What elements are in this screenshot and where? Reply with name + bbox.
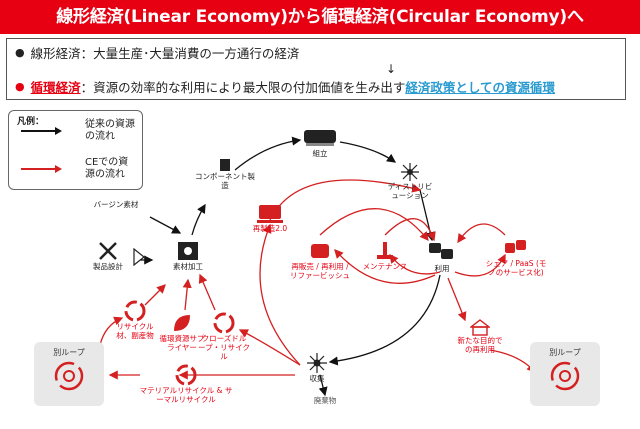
- arrow-recycled-to-processing: [144, 284, 166, 306]
- node-maintenance: メンテナンス: [362, 240, 408, 271]
- recycle-icon: [124, 300, 146, 322]
- arrow-usage-to-collection: [328, 274, 441, 366]
- node-component: コンポーネント製造: [195, 158, 255, 190]
- node-virgin-material: バージン素材: [93, 200, 139, 209]
- arrow-processing-to-component: [191, 203, 206, 236]
- node-material-processing: 素材加工: [168, 238, 208, 271]
- arrow-virgin-to-processing: [149, 216, 182, 234]
- arrow-collection-to-closed-loop: [238, 329, 301, 366]
- tools-icon: [99, 242, 117, 260]
- loop-box-left: 別ループ: [34, 342, 104, 406]
- factory-icon: [220, 159, 230, 171]
- arrow-usage-to-resale: [334, 249, 436, 284]
- definition-linear: ● 線形経済 ：大量生産･大量消費の一方通行の経済: [15, 43, 617, 61]
- collection-hub-icon: [307, 353, 327, 373]
- node-new-purpose: 新たな目的での再利用: [455, 318, 505, 354]
- play-arrow-icon: [133, 247, 145, 267]
- share-cars-icon: [505, 240, 526, 253]
- circular-gears-icon: [550, 361, 580, 391]
- node-share: シェア / PaaS (モノのサービス化): [482, 237, 550, 277]
- legend-label: 従来の資源の流れ: [85, 119, 135, 142]
- node-waste: 廃棄物: [313, 396, 337, 405]
- cars-icon: [429, 243, 453, 259]
- network-icon: [401, 163, 419, 181]
- node-distribution: ディストリビューション: [385, 162, 435, 200]
- node-product-design: 製品設計: [88, 240, 128, 271]
- node-circular-supplier: 循環資源サプライヤー: [158, 312, 206, 352]
- node-remanufacturing: 再製造2.0: [250, 202, 290, 233]
- engine-icon: [257, 205, 283, 223]
- arrow-share-to-usage: [457, 223, 506, 244]
- arrow-usage-to-new-purpose: [447, 277, 467, 322]
- arrow-usage-to-share: [454, 253, 506, 277]
- node-material-recycle: マテリアルリサイクル & サーマルリサイクル: [138, 364, 234, 404]
- loop-box-right: 別ループ: [530, 342, 600, 406]
- definition-circular: ● 循環経済 ：資源の効率的な利用により最大限の付加価値を生み出す 経済政策とし…: [15, 77, 617, 95]
- flow-arrows: [99, 136, 536, 397]
- legend-label: CEでの資源の流れ: [85, 157, 129, 180]
- node-recycled-material: リサイクル材、副産物: [112, 300, 158, 340]
- linear-text: ：大量生産･大量消費の一方通行の経済: [80, 45, 300, 61]
- node-collection: 収集: [300, 352, 334, 383]
- bullet-icon: ●: [15, 79, 25, 93]
- circular-economy-diagram: コンポーネント製造 組立 ディストリビューション バージン素材 製品設計 素材加…: [0, 100, 640, 429]
- recycle-icon: [175, 364, 197, 386]
- node-usage: 利用: [425, 240, 459, 273]
- circular-text: ：資源の効率的な利用により最大限の付加価値を生み出す: [80, 79, 406, 95]
- bullet-icon: ●: [15, 45, 25, 59]
- legend-item-conventional: 従来の資源の流れ: [19, 119, 139, 143]
- linear-term: 線形経済: [30, 45, 81, 61]
- wrench-icon: [377, 242, 393, 259]
- leaf-icon: [174, 315, 190, 331]
- legend: 凡例： 従来の資源の流れ CEでの資源の流れ: [8, 110, 143, 190]
- node-closed-loop: クローズドループ・リサイクル: [198, 312, 250, 361]
- house-icon: [470, 319, 490, 336]
- gear-factory-icon: [178, 242, 198, 260]
- arrow-collection-to-reman: [259, 223, 301, 366]
- node-assembly: 組立: [296, 125, 344, 158]
- legend-title: 凡例：: [17, 117, 45, 127]
- circular-term: 循環経済: [30, 79, 81, 95]
- red-arrow-icon: [21, 165, 62, 173]
- arrow-supplier-to-processing: [182, 278, 192, 311]
- arrow-collection-to-waste: [318, 374, 328, 397]
- node-design-arrow: [132, 247, 146, 268]
- node-resale: 再販売 / 再利用 / リファービッシュ: [288, 240, 352, 280]
- arrow-usage-to-maintenance: [389, 253, 441, 275]
- arrow-component-to-assembly: [234, 136, 302, 171]
- arrow-maintenance-to-usage: [384, 218, 436, 242]
- circular-highlight: 経済政策としての資源循環: [405, 79, 556, 95]
- page-title: 線形経済(Linear Economy)から循環経済(Circular Econ…: [0, 0, 640, 34]
- arrow-closed-loop-to-processing: [198, 273, 216, 311]
- car-front-icon: [311, 244, 329, 258]
- black-arrow-icon: [21, 127, 62, 135]
- recycle-icon: [213, 312, 235, 334]
- legend-item-ce: CEでの資源の流れ: [19, 157, 139, 181]
- circular-gears-icon: [54, 361, 84, 391]
- arrow-assembly-to-distribution: [339, 141, 397, 163]
- arrow-loop-to-recycled: [99, 316, 124, 346]
- definitions-box: ● 線形経済 ：大量生産･大量消費の一方通行の経済 ↓ ● 循環経済 ：資源の効…: [6, 38, 626, 100]
- car-icon: [304, 130, 336, 146]
- down-arrow-icon: ↓: [385, 62, 397, 76]
- arrow-resale-to-usage: [319, 208, 429, 242]
